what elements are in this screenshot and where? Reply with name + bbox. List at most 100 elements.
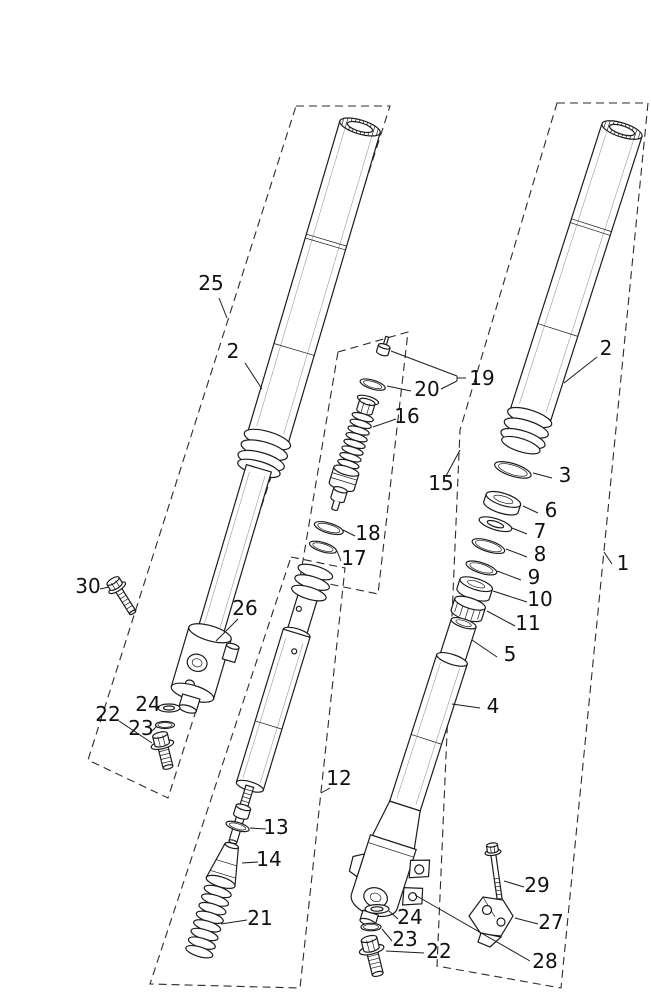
part-label-5: 5	[504, 642, 517, 666]
leader-8	[505, 548, 528, 558]
leader-13	[249, 827, 267, 830]
part-label-8: 8	[534, 542, 547, 566]
part-label-28: 28	[532, 949, 557, 973]
leader-7	[511, 527, 528, 535]
dust-seal-6	[483, 490, 522, 516]
damper-assembly	[185, 335, 391, 959]
washer-13	[225, 820, 250, 833]
damper-rod	[228, 784, 255, 845]
leader-11	[486, 610, 516, 627]
leader-2-right	[563, 356, 598, 384]
part-label-26: 26	[232, 596, 257, 620]
ring-9	[465, 560, 498, 576]
left-fork-assembly	[170, 117, 381, 714]
part-label-27: 27	[538, 910, 563, 934]
left-axle-clamp	[170, 623, 240, 714]
part-label-4: 4	[487, 694, 500, 718]
part-label-16: 16	[394, 404, 419, 428]
leader-10	[492, 590, 528, 603]
leader-21	[220, 919, 248, 925]
leader-3	[532, 472, 553, 479]
assembly-box-left	[87, 105, 391, 799]
leader-12	[320, 787, 331, 794]
leader-16	[372, 418, 397, 428]
leader-9	[496, 570, 522, 581]
leader-24-bottom	[388, 910, 399, 920]
retaining-clip-8	[471, 538, 506, 555]
part-label-12: 12	[326, 766, 351, 790]
leader-1	[603, 551, 613, 565]
leader-18	[342, 529, 356, 537]
part-label-30: 30	[75, 574, 100, 598]
leader-6	[522, 505, 539, 514]
part-label-6: 6	[545, 498, 558, 522]
bottom-drain-parts	[358, 903, 390, 978]
damper-body-12	[235, 563, 334, 793]
gasket-23-bottom	[360, 922, 382, 932]
part-label-13: 13	[263, 815, 288, 839]
right-axle-bracket	[348, 800, 431, 927]
leader-30	[99, 586, 110, 590]
leader-15	[445, 449, 461, 477]
leader-29	[503, 880, 525, 888]
leader-28	[414, 894, 531, 962]
part-label-19: 19	[469, 366, 494, 390]
part-label-9: 9	[528, 565, 541, 589]
spring-21	[185, 884, 232, 959]
leader-22-left	[118, 720, 153, 744]
part-label-23-left: 23	[128, 716, 153, 740]
leader-4	[451, 703, 481, 709]
bolt-22-bottom	[358, 934, 385, 978]
leader-lines	[99, 297, 613, 962]
part-label-18: 18	[355, 521, 380, 545]
part-label-29: 29	[524, 873, 549, 897]
bolt-29	[484, 842, 504, 906]
leader-25	[218, 297, 228, 319]
oring-3	[494, 461, 532, 479]
guide-bracket-27	[468, 896, 514, 948]
leader-27	[514, 917, 539, 925]
part-label-17: 17	[341, 546, 366, 570]
part-label-1: 1	[617, 551, 630, 575]
washer-24-left	[157, 703, 181, 713]
damper-top-pin	[375, 335, 391, 357]
leader-23-bottom	[381, 928, 393, 942]
slide-bushing-11	[450, 595, 486, 623]
leader-26	[215, 618, 239, 642]
part-label-24-left: 24	[135, 692, 160, 716]
part-label-22-left: 22	[95, 702, 120, 726]
part-label-7: 7	[534, 519, 547, 543]
part-label-2-left: 2	[227, 339, 240, 363]
assembly-boxes	[87, 102, 649, 989]
gasket-23-left	[154, 720, 176, 730]
leader-22-bottom	[385, 950, 425, 954]
part-label-11: 11	[515, 611, 540, 635]
part-label-14: 14	[256, 847, 281, 871]
part-label-10: 10	[527, 587, 552, 611]
right-fork-assembly	[348, 120, 643, 927]
part-label-22-bottom: 22	[426, 939, 451, 963]
oring-20	[359, 378, 386, 391]
part-label-24-bottom: 24	[397, 905, 422, 929]
oil-seal-10	[456, 576, 494, 602]
leader-2-left	[244, 362, 263, 390]
washer-7	[478, 516, 513, 533]
oring-17	[308, 540, 337, 554]
leader-24-left	[157, 706, 160, 709]
leader-5	[471, 639, 498, 658]
part-label-20: 20	[414, 377, 439, 401]
part-label-23-bottom: 23	[392, 927, 417, 951]
oil-lock-piece-14	[205, 841, 240, 889]
inner-tube-4	[388, 651, 469, 812]
left-drain-parts	[150, 703, 181, 770]
part-label-15: 15	[428, 471, 453, 495]
part-labels: 25 2 20 19 16 15 2 3 6 7 18 17 8 1 9 10 …	[75, 271, 629, 973]
assembly-box-right	[436, 102, 649, 989]
part-label-25: 25	[198, 271, 223, 295]
leader-19-lower	[440, 380, 458, 390]
leader-14	[241, 861, 259, 864]
oring-18	[313, 520, 344, 536]
leader-20	[386, 385, 412, 392]
